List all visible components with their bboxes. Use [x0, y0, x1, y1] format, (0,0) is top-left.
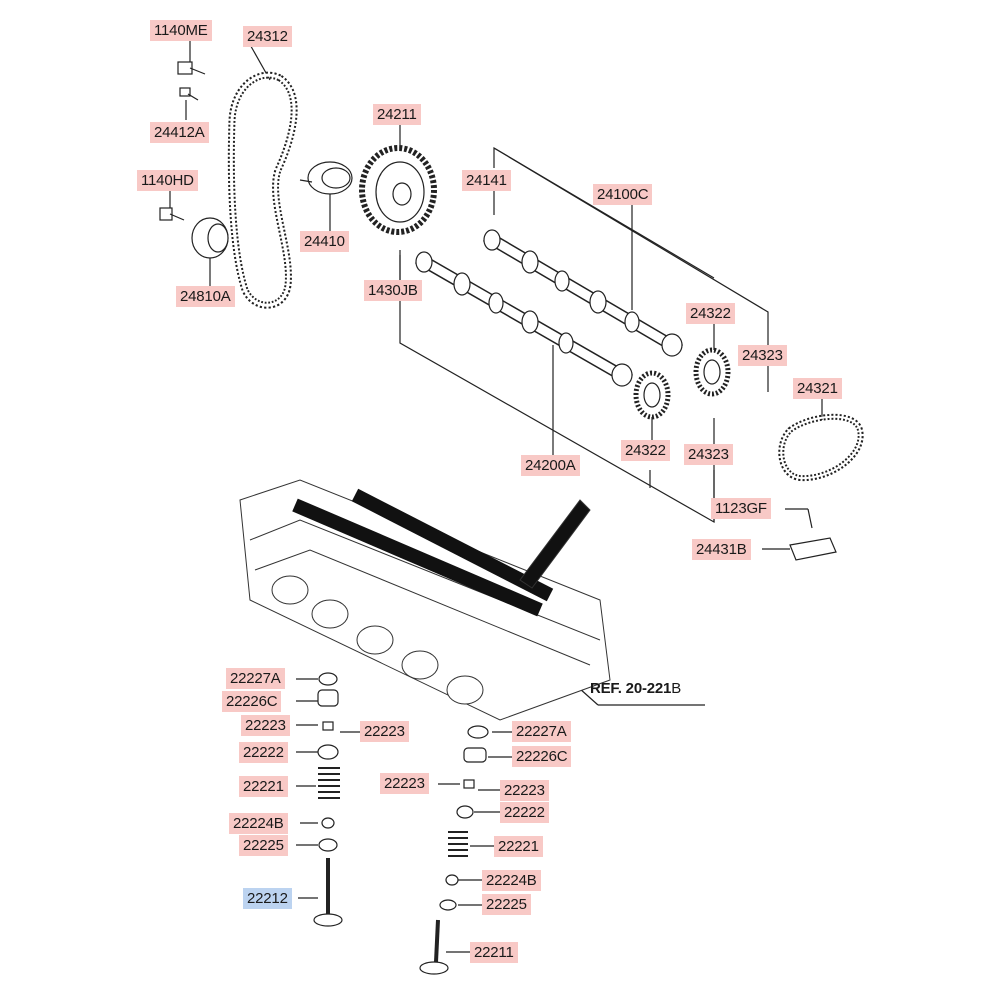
part-label-24200A[interactable]: 24200A	[521, 455, 580, 476]
reference-label[interactable]: REF. 20-221B	[586, 678, 685, 699]
part-label-24211[interactable]: 24211	[373, 104, 421, 125]
bolt-1140HD	[159, 207, 185, 221]
camshaft-24100C	[482, 229, 684, 357]
part-label-22212[interactable]: 22212	[243, 888, 292, 909]
part-label-24810A[interactable]: 24810A	[176, 286, 235, 307]
part-label-24323-upper[interactable]: 24323	[738, 345, 787, 366]
cam-chain-24321	[778, 413, 864, 482]
part-label-24412A[interactable]: 24412A	[150, 122, 209, 143]
valve-parts-right	[419, 725, 489, 975]
part-label-22225-right[interactable]: 22225	[482, 894, 531, 915]
part-label-22226C-right[interactable]: 22226C	[512, 746, 572, 767]
part-label-24322-lower[interactable]: 24322	[621, 440, 670, 461]
part-label-22226C-left[interactable]: 22226C	[222, 691, 282, 712]
part-label-22221-right[interactable]: 22221	[494, 836, 543, 857]
chain-guide-24431B	[789, 508, 837, 561]
part-label-24323-lower[interactable]: 24323	[684, 444, 733, 465]
part-label-24410[interactable]: 24410	[300, 231, 349, 252]
cam-sprocket-24211	[359, 145, 437, 235]
part-label-24100C[interactable]: 24100C	[593, 184, 653, 205]
part-label-22222-left[interactable]: 22222	[239, 742, 288, 763]
part-label-24322-upper[interactable]: 24322	[686, 303, 735, 324]
part-label-22222-right[interactable]: 22222	[500, 802, 549, 823]
part-label-22221-left[interactable]: 22221	[239, 776, 288, 797]
part-label-24431B[interactable]: 24431B	[692, 539, 751, 560]
part-label-24321[interactable]: 24321	[793, 378, 842, 399]
part-label-22224B-left[interactable]: 22224B	[229, 813, 288, 834]
cylinder-head	[239, 479, 611, 721]
part-label-1140ME[interactable]: 1140ME	[150, 20, 212, 41]
part-label-1430JB[interactable]: 1430JB	[364, 280, 422, 301]
part-label-22211[interactable]: 22211	[470, 942, 518, 963]
part-label-22227A-left[interactable]: 22227A	[226, 668, 285, 689]
reference-label-suffix: B	[671, 680, 681, 697]
idler-pulley-24810A	[191, 217, 229, 259]
part-label-22223-right-1[interactable]: 22223	[380, 773, 429, 794]
part-label-1123GF[interactable]: 1123GF	[711, 498, 771, 519]
part-label-1140HD[interactable]: 1140HD	[137, 170, 198, 191]
part-label-22224B-right[interactable]: 22224B	[482, 870, 541, 891]
part-label-24141[interactable]: 24141	[462, 170, 511, 191]
part-label-24312[interactable]: 24312	[243, 26, 292, 47]
part-label-22223-right-2[interactable]: 22223	[500, 780, 549, 801]
bolt-1140ME	[177, 61, 206, 75]
part-label-22227A-right[interactable]: 22227A	[512, 721, 571, 742]
bolt-24412A	[179, 87, 199, 101]
part-label-22223-left-1[interactable]: 22223	[241, 715, 290, 736]
part-label-22225-left[interactable]: 22225	[239, 835, 288, 856]
reference-label-prefix: REF. 20-221	[590, 680, 672, 697]
cam-gear-24322-lower	[633, 370, 671, 420]
cam-gear-24322-upper	[693, 347, 731, 397]
camshaft-24200A	[415, 251, 633, 387]
part-label-22223-left-2[interactable]: 22223	[360, 721, 409, 742]
bracket-24100C-side	[493, 147, 715, 279]
valve-parts-left	[313, 672, 343, 927]
tensioner-24410	[299, 161, 353, 195]
